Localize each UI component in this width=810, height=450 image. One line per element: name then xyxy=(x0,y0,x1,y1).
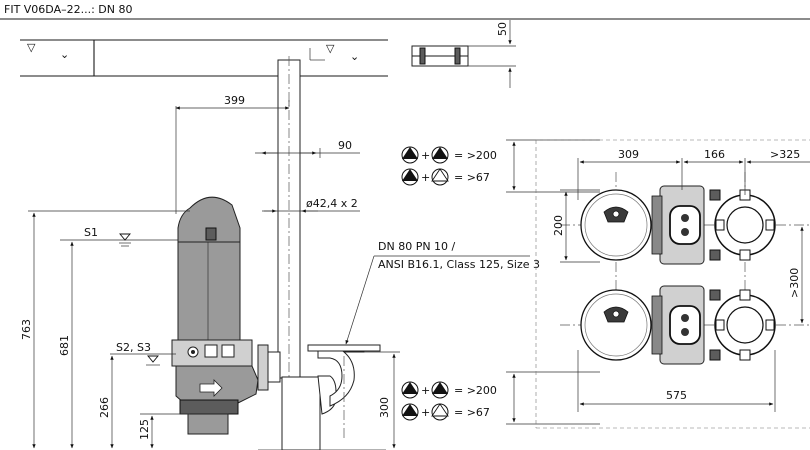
dim-300-base: 300 xyxy=(378,397,391,418)
svg-text:▽: ▽ xyxy=(326,42,335,55)
pump-running-icon xyxy=(431,381,449,399)
flange-spec-line1: DN 80 PN 10 / xyxy=(378,240,456,253)
bracket-detail: 50 xyxy=(411,20,516,88)
pump-running-icon xyxy=(401,403,419,421)
water-level-icon xyxy=(119,233,131,241)
legend-bottom: + = >200 + = >67 xyxy=(401,381,497,421)
dim-575: 575 xyxy=(666,389,687,402)
dim-200: 200 xyxy=(552,215,565,236)
dim-325: >325 xyxy=(770,148,800,161)
dim-681: 681 xyxy=(58,335,71,356)
level-s1-label: S1 xyxy=(84,226,98,239)
dim-166: 166 xyxy=(704,148,725,161)
dim-309: 309 xyxy=(618,148,639,161)
svg-text:+: + xyxy=(421,171,430,184)
legend-top-row1: = >200 xyxy=(454,149,497,162)
pump-standby-icon xyxy=(431,168,449,186)
pump-running-icon xyxy=(401,381,419,399)
legend-bottom-row2: = >67 xyxy=(454,406,490,419)
side-view: ▽ ⌄ ▽ ⌄ 399 90 ø42,4 x 2 S1 xyxy=(20,39,540,450)
drawing-title: FIT V06DA–22...: DN 80 xyxy=(4,3,133,16)
plan-view: 309 166 >325 200 >300 575 xyxy=(535,139,810,429)
svg-text:⌄: ⌄ xyxy=(350,50,359,63)
legend-bottom-row1: = >200 xyxy=(454,384,497,397)
legend-top: + = >200 + = >67 xyxy=(401,146,497,186)
dim-50: 50 xyxy=(496,22,509,36)
dim-300-right: >300 xyxy=(788,268,801,298)
dim-266: 266 xyxy=(98,397,111,418)
bend-flange xyxy=(257,344,269,391)
svg-text:⌄: ⌄ xyxy=(60,48,69,61)
flange-spec-line2: ANSI B16.1, Class 125, Size 3 xyxy=(378,258,540,271)
pump-base xyxy=(179,399,239,415)
discharge-bend xyxy=(317,348,365,407)
pump-handle xyxy=(205,227,217,241)
svg-text:+: + xyxy=(421,406,430,419)
pump-motor xyxy=(177,241,241,343)
duckfoot-base xyxy=(281,376,321,450)
svg-text:+: + xyxy=(421,384,430,397)
pump-standby-icon xyxy=(431,403,449,421)
svg-text:+: + xyxy=(421,149,430,162)
pump-plan-bottom xyxy=(580,289,652,361)
dim-90: 90 xyxy=(338,139,352,152)
pipe-diameter-label: ø42,4 x 2 xyxy=(306,197,358,210)
pump-running-icon xyxy=(401,146,419,164)
pump-plan-top xyxy=(580,189,652,261)
svg-text:▽: ▽ xyxy=(27,41,36,54)
pump-feet xyxy=(187,413,229,435)
bend-outlet-flange xyxy=(307,344,381,352)
dim-399: 399 xyxy=(224,94,245,107)
pump-running-icon xyxy=(401,168,419,186)
dim-763: 763 xyxy=(20,319,33,340)
pump-running-icon xyxy=(431,146,449,164)
level-s2s3-label: S2, S3 xyxy=(116,341,151,354)
legend-top-row2: = >67 xyxy=(454,171,490,184)
dim-125: 125 xyxy=(138,419,151,440)
